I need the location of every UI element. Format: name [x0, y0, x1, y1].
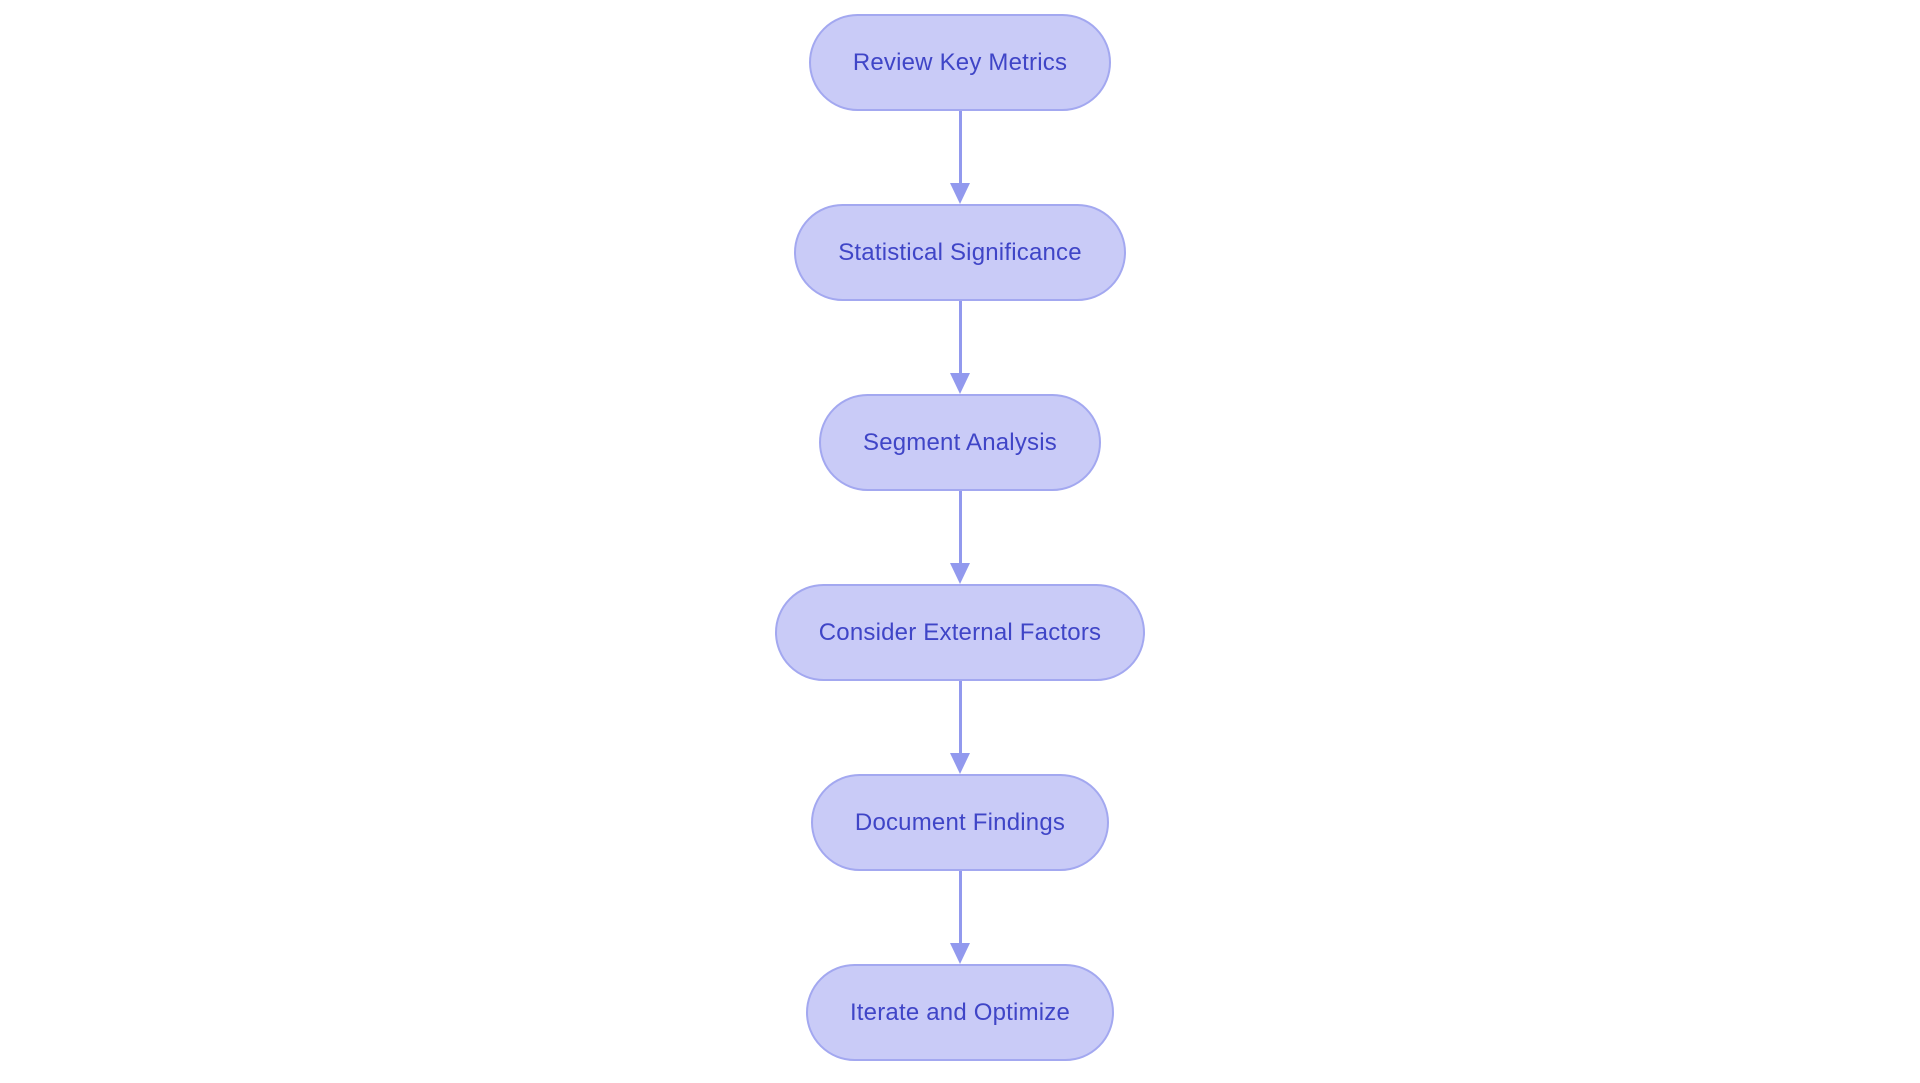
flow-arrow-4-5: [950, 681, 970, 774]
arrow-line: [958, 301, 962, 374]
flow-node-label: Consider External Factors: [818, 618, 1102, 646]
flow-node-statistical-significance: Statistical Significance: [794, 204, 1126, 301]
arrow-line: [958, 111, 962, 184]
arrow-head-icon: [950, 563, 970, 584]
arrow-head-icon: [950, 943, 970, 964]
flow-node-label: Review Key Metrics: [852, 48, 1068, 76]
flow-node-document-findings: Document Findings: [810, 774, 1110, 871]
arrow-line: [958, 681, 962, 754]
arrow-line: [958, 491, 962, 564]
flow-node-label: Statistical Significance: [838, 238, 1082, 266]
flow-node-label: Segment Analysis: [863, 428, 1057, 456]
flow-arrow-5-6: [950, 871, 970, 964]
flow-node-consider-external-factors: Consider External Factors: [774, 584, 1146, 681]
flow-node-segment-analysis: Segment Analysis: [819, 394, 1101, 491]
flow-node-iterate-and-optimize: Iterate and Optimize: [805, 964, 1115, 1061]
flow-node-label: Document Findings: [854, 808, 1066, 836]
arrow-head-icon: [950, 183, 970, 204]
flow-arrow-3-4: [950, 491, 970, 584]
flow-node-label: Iterate and Optimize: [849, 998, 1071, 1026]
arrow-head-icon: [950, 373, 970, 394]
flow-node-review-key-metrics: Review Key Metrics: [808, 14, 1112, 111]
flow-arrow-2-3: [950, 301, 970, 394]
flow-arrow-1-2: [950, 111, 970, 204]
arrow-head-icon: [950, 753, 970, 774]
arrow-line: [958, 871, 962, 944]
